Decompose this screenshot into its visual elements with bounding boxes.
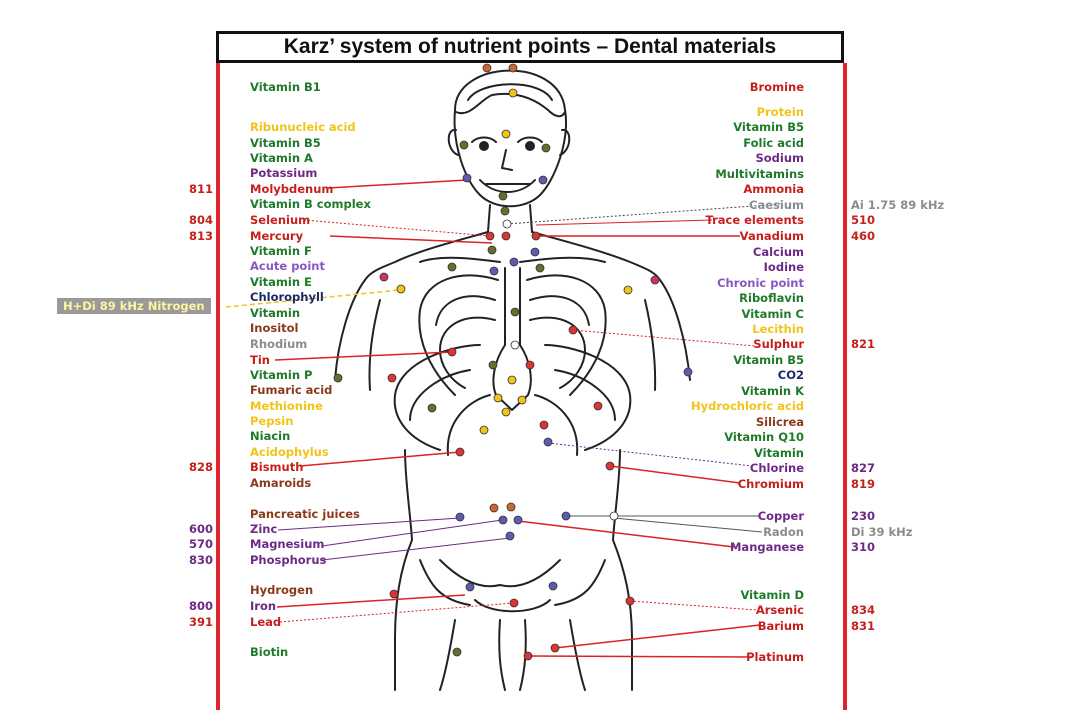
nutrient-code: 310	[851, 540, 876, 554]
nutrient-label: Acute point	[250, 259, 325, 273]
nutrient-code: 831	[851, 619, 876, 633]
nutrient-label: Multivitamins	[715, 167, 804, 181]
body-outline	[334, 69, 691, 691]
nutrient-label: Molybdenum	[250, 182, 334, 196]
nutrient-label: Biotin	[250, 645, 289, 659]
nutrient-label: Rhodium	[250, 337, 308, 351]
nutrient-label: Bromine	[749, 80, 804, 94]
nutrient-code: 827	[851, 461, 876, 475]
nutrient-label: Vitamin	[753, 446, 804, 460]
nutrient-code: 813	[188, 229, 213, 243]
nutrient-label: CO2	[777, 368, 804, 382]
nutrient-label: Chromium	[737, 477, 804, 491]
nutrient-label: Vitamin	[250, 306, 301, 320]
nutrient-code: 811	[188, 182, 213, 196]
nutrient-label: Hydrochloric acid	[691, 399, 804, 413]
nutrient-label: Barium	[757, 619, 804, 633]
nutrient-label: Hydrogen	[250, 583, 314, 597]
nutrient-label: Vitamin F	[250, 244, 312, 258]
nutrient-code: 570	[188, 537, 213, 551]
nutrient-label: Vitamin Q10	[724, 430, 804, 444]
nutrient-code: 830	[188, 553, 213, 567]
frequency-callout: H+Di 89 kHz Nitrogen	[57, 298, 211, 314]
nutrient-label: Magnesium	[250, 537, 325, 551]
nutrient-label: Vitamin A	[250, 151, 313, 165]
nutrient-code: 819	[851, 477, 876, 491]
nutrient-code: 800	[188, 599, 213, 613]
nutrient-label: Ribunucleic acid	[250, 120, 356, 134]
nutrient-label: Vitamin B1	[250, 80, 321, 94]
nutrient-code: Di 39 kHz	[851, 525, 913, 539]
nutrient-label: Trace elements	[705, 213, 805, 227]
nutrient-label: Riboflavin	[739, 291, 804, 305]
nutrient-label: Radon	[763, 525, 804, 539]
nutrient-label: Inositol	[250, 321, 299, 335]
nutrient-label: Caesium	[749, 198, 804, 212]
nutrient-code: Ai 1.75 89 kHz	[851, 198, 945, 212]
nutrient-label: Vitamin B5	[250, 136, 321, 150]
nutrient-label: Niacin	[250, 429, 291, 443]
diagram-title: Karz’ system of nutrient points – Dental…	[216, 31, 844, 63]
nutrient-label: Lecithin	[752, 322, 804, 336]
nutrient-label: Lead	[250, 615, 282, 629]
nutrient-label: Vitamin B5	[733, 120, 804, 134]
nutrient-label: Vitamin D	[740, 588, 804, 602]
nutrient-label: Amaroids	[250, 476, 312, 490]
nutrient-code: 804	[188, 213, 213, 227]
nutrient-label: Vitamin K	[741, 384, 804, 398]
nutrient-label: Zinc	[250, 522, 278, 536]
nutrient-label: Vitamin C	[741, 307, 804, 321]
nutrient-label: Folic acid	[743, 136, 804, 150]
nutrient-label: Sulphur	[753, 337, 804, 351]
right-border-line	[843, 63, 847, 710]
nutrient-label: Arsenic	[755, 603, 804, 617]
nutrient-label: Vitamin B5	[733, 353, 804, 367]
nutrient-label: Sodium	[755, 151, 804, 165]
nutrient-code: 510	[851, 213, 876, 227]
nutrient-dots	[333, 63, 693, 661]
nutrient-label: Fumaric acid	[250, 383, 333, 397]
nutrient-label: Ammonia	[743, 182, 804, 196]
nutrient-code: 821	[851, 337, 876, 351]
nutrient-label: Iron	[250, 599, 277, 613]
leader-lines	[225, 179, 781, 658]
nutrient-label: Vanadium	[739, 229, 804, 243]
nutrient-label: Platinum	[746, 650, 804, 664]
nutrient-label: Chronic point	[717, 276, 804, 290]
nutrient-code: 828	[188, 460, 213, 474]
nutrient-code: 600	[188, 522, 213, 536]
nutrient-label: Chlorine	[749, 461, 804, 475]
nutrient-label: Acidophylus	[250, 445, 329, 459]
nutrient-label: Protein	[756, 105, 804, 119]
nutrient-label: Selenium	[250, 213, 311, 227]
nutrient-label: Bismuth	[250, 460, 304, 474]
nutrient-code: 391	[188, 615, 213, 629]
nutrient-label: Phosphorus	[250, 553, 327, 567]
nutrient-label: Mercury	[250, 229, 304, 243]
nutrient-label: Pepsin	[250, 414, 294, 428]
nutrient-code: 834	[851, 603, 876, 617]
nutrient-label: Methionine	[250, 399, 323, 413]
nutrient-label: Iodine	[763, 260, 804, 274]
nutrient-label: Vitamin P	[250, 368, 313, 382]
nutrient-label: Silicrea	[755, 415, 804, 429]
nutrient-label: Chlorophyll	[250, 290, 324, 304]
nutrient-label: Potassium	[250, 166, 318, 180]
left-border-line	[216, 63, 220, 710]
nutrient-label: Vitamin B complex	[250, 197, 371, 211]
nutrient-code: 230	[851, 509, 876, 523]
nutrient-label: Manganese	[729, 540, 804, 554]
nutrient-code: 460	[851, 229, 876, 243]
nutrient-label: Calcium	[752, 245, 804, 259]
nutrient-label: Pancreatic juices	[250, 507, 360, 521]
nutrient-label: Copper	[757, 509, 804, 523]
nutrient-label: Tin	[250, 353, 270, 367]
nutrient-label: Vitamin E	[250, 275, 312, 289]
